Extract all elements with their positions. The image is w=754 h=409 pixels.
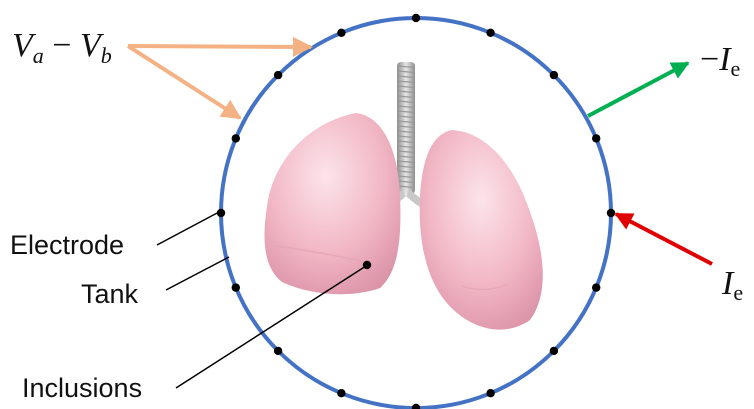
tank-label: Tank [81,279,139,309]
tank-leader [166,257,229,290]
electrode-dot [550,71,558,79]
electrode-dot [412,14,420,22]
inclusions-label: Inclusions [22,373,142,403]
electrode-dot [592,283,600,291]
current-out-arrow [588,63,688,116]
electrode-dot [274,347,282,355]
electrode-dot [607,209,615,217]
electrode-dot [486,389,494,397]
electrode-dot [486,29,494,37]
electrode-dot [337,389,345,397]
right-lung [420,130,543,330]
current-in-arrow [616,214,712,264]
voltage-arrow-upper [128,46,311,47]
electrode-dot [274,71,282,79]
electrode-dot [550,347,558,355]
electrode-leader [157,212,219,245]
electrode-dot [232,283,240,291]
electrode-dot [412,404,420,409]
inclusions-leader [176,266,366,388]
electrode-label: Electrode [10,230,124,260]
electrode-dot [232,134,240,142]
voltage-arrow-lower [128,46,240,118]
left-lung [265,113,401,294]
voltage-label: Va − Vb [12,27,112,68]
current-in-label: Ie [721,265,743,305]
electrode-dot [337,29,345,37]
current-out-label: −Ie [700,41,740,81]
electrode-dot [592,134,600,142]
